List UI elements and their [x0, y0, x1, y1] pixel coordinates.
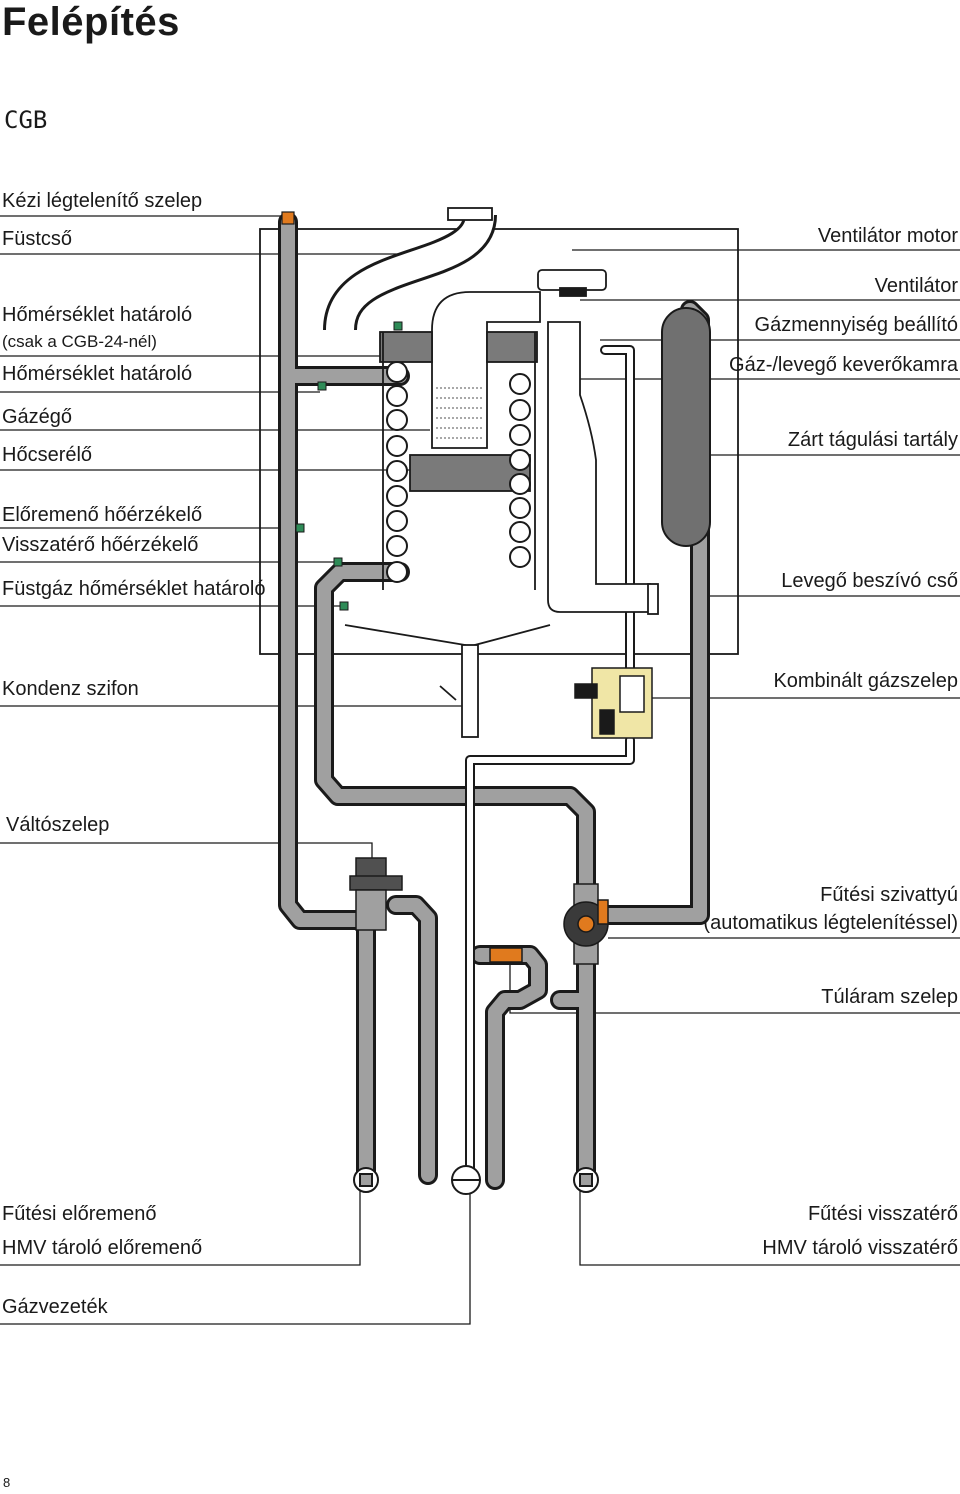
- heat-exchanger-coils: [386, 361, 531, 583]
- burner-chamber: [344, 291, 551, 735]
- condensate-siphon: [439, 644, 479, 738]
- page-number: 8: [3, 1475, 11, 1490]
- bypass-valve: [489, 947, 523, 963]
- label-futesi-eloremeno: Fűtési előremenő: [2, 1203, 157, 1225]
- label-kombinalt-gazszelep: Kombinált gázszelep: [773, 670, 958, 692]
- diverter-valve: [349, 857, 403, 931]
- heating-pump: [563, 883, 609, 965]
- label-valtoszelep: Váltószelep: [6, 814, 110, 836]
- label-fustcso: Füstcső: [2, 228, 73, 250]
- label-hmv-tarolo-visszatero: HMV tároló visszatérő: [762, 1237, 958, 1259]
- label-gazvezetek: Gázvezeték: [2, 1296, 108, 1318]
- label-csak-cgb24: (csak a CGB-24-nél): [2, 332, 157, 351]
- flue-pipe: [323, 207, 497, 332]
- label-automatikus: (automatikus légtelenítéssel): [703, 912, 958, 934]
- label-gazego: Gázégő: [2, 406, 73, 428]
- gas-valve: [574, 667, 653, 739]
- label-gaz-levego: Gáz-/levegő keverőkamra: [729, 354, 958, 376]
- label-futesi-szivattyu: Fűtési szivattyú: [820, 884, 958, 906]
- label-ventilator-motor: Ventilátor motor: [817, 225, 958, 247]
- label-visszatero-hoerzekelo: Visszatérő hőérzékelő: [2, 534, 199, 556]
- fan-assembly: [537, 269, 659, 615]
- sensors: [295, 321, 403, 611]
- air-vent-valve: [281, 211, 295, 225]
- label-homerseklet-hatarolo-1: Hőmérséklet határoló: [2, 304, 193, 326]
- label-gazmennyiseg: Gázmennyiség beállító: [754, 314, 958, 336]
- label-tularam-szelep: Túláram szelep: [821, 986, 958, 1008]
- expansion-tank: [661, 307, 711, 547]
- label-fustgaz-homerseklet: Füstgáz hőmérséklet határoló: [2, 578, 266, 600]
- label-futesi-visszatero: Fűtési visszatérő: [807, 1203, 958, 1225]
- label-hocserelo: Hőcserélő: [2, 444, 93, 466]
- label-kondenz-szifon: Kondenz szifon: [2, 678, 139, 700]
- label-hmv-tarolo-eloremeno: HMV tároló előremenő: [2, 1237, 203, 1259]
- label-eloremeno-hoerzekelo: Előremenő hőérzékelő: [2, 504, 203, 526]
- label-ventilator: Ventilátor: [874, 275, 958, 297]
- label-kezi-legtelenito: Kézi légtelenítő szelep: [2, 190, 203, 212]
- label-zart-tagulasi: Zárt tágulási tartály: [787, 429, 958, 451]
- page-title: Felépítés: [2, 0, 180, 44]
- bottom-connections: [353, 1165, 599, 1195]
- label-homerseklet-hatarolo-2: Hőmérséklet határoló: [2, 363, 193, 385]
- boiler-casing: [259, 228, 739, 655]
- model-subtitle: CGB: [4, 106, 48, 134]
- label-levego-beszivo: Levegő beszívó cső: [781, 570, 958, 592]
